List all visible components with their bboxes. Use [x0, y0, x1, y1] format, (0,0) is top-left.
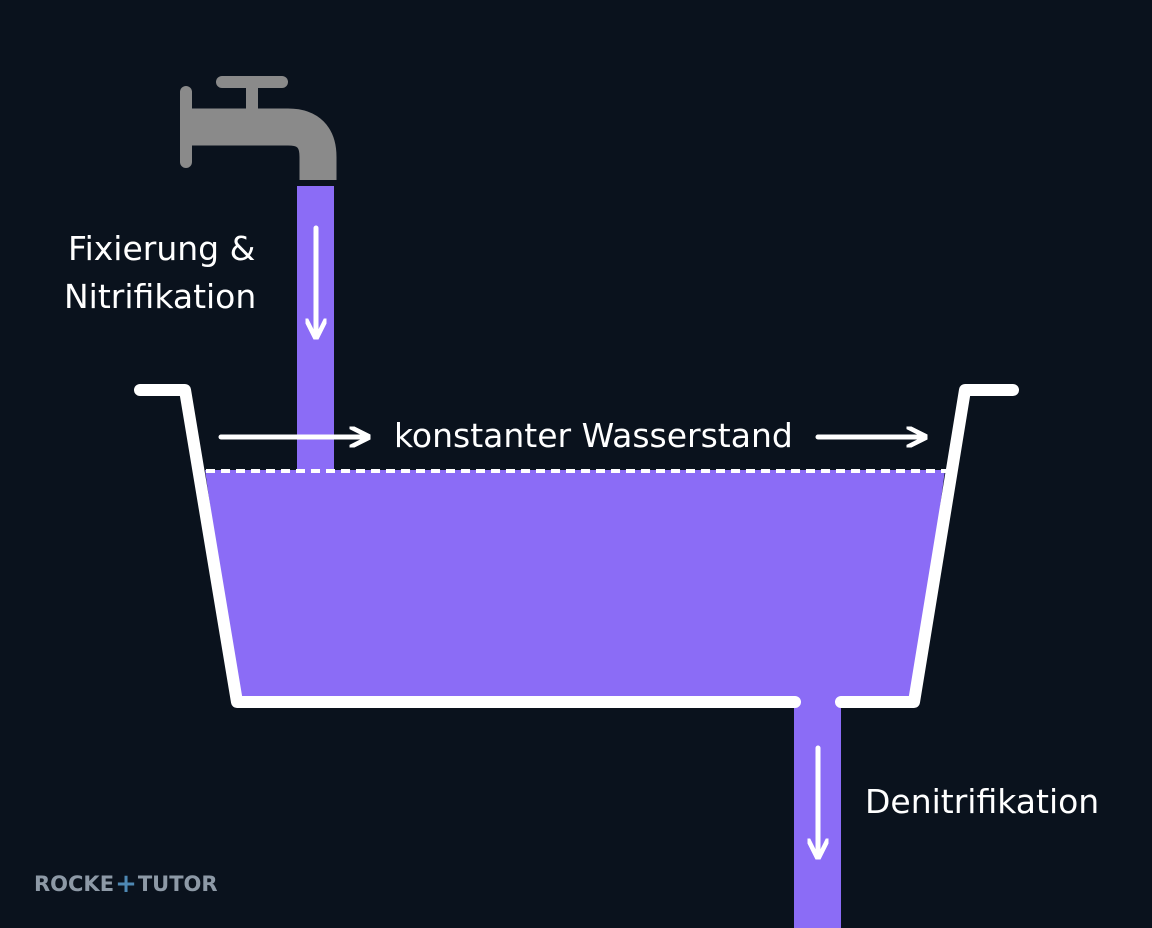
logo: ROCKE + TUTOR — [34, 869, 218, 899]
basin-water — [205, 470, 945, 700]
logo-plus-icon: + — [115, 868, 137, 899]
logo-text-part2: TUTOR — [137, 872, 218, 896]
water-level-label: konstanter Wasserstand — [394, 416, 793, 455]
inflow-label-line2: Nitrifikation — [64, 277, 257, 316]
outflow-label: Denitrifikation — [865, 782, 1100, 821]
inflow-label-line1: Fixierung & — [68, 229, 256, 268]
logo-text-part1: ROCKE — [34, 872, 115, 896]
basin-outline — [134, 384, 801, 708]
faucet-icon — [180, 76, 337, 180]
basin-outline-right — [835, 384, 1019, 708]
